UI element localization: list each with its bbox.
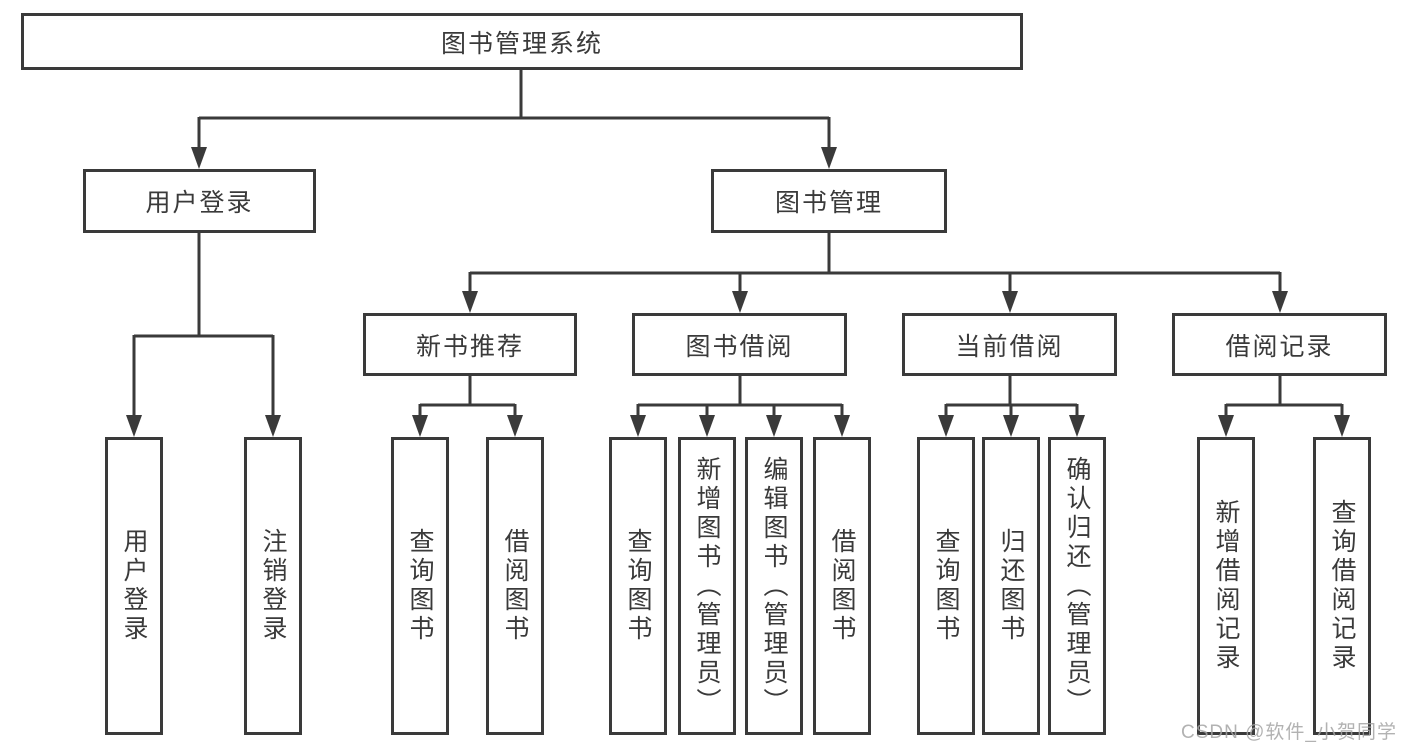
node-book-mgmt-label: 图书管理	[774, 189, 883, 217]
node-leaf-add-borrow-record: 新增借阅记录	[1197, 437, 1255, 735]
node-leaf-query-books-2: 查询图书	[609, 437, 667, 735]
node-leaf-query-books-1: 查询图书	[391, 437, 449, 735]
node-leaf-add-books-admin: 新增图书（管理员）	[678, 437, 736, 735]
node-new-book-recommend: 新书推荐	[363, 313, 577, 376]
node-leaf-logout: 注销登录	[244, 437, 302, 735]
node-leaf-query-borrow-record: 查询借阅记录	[1313, 437, 1371, 735]
node-leaf-confirm-return-admin: 确认归还（管理员）	[1048, 437, 1106, 735]
node-current-borrow-label: 当前借阅	[955, 332, 1064, 361]
node-user-login: 用户登录	[83, 169, 316, 233]
node-leaf-borrow-books-2: 借阅图书	[813, 437, 871, 735]
node-current-borrow: 当前借阅	[902, 313, 1117, 376]
node-root-label: 图书管理系统	[440, 29, 603, 58]
node-leaf-user-login: 用户登录	[105, 437, 163, 735]
node-leaf-return-books: 归还图书	[982, 437, 1040, 735]
node-book-borrow-label: 图书借阅	[685, 332, 794, 361]
node-borrow-records-label: 借阅记录	[1225, 332, 1334, 361]
node-root-system: 图书管理系统	[21, 13, 1023, 70]
node-leaf-borrow-books-1: 借阅图书	[486, 437, 544, 735]
node-book-borrow: 图书借阅	[632, 313, 847, 376]
node-new-book-recommend-label: 新书推荐	[415, 332, 524, 361]
node-borrow-records: 借阅记录	[1172, 313, 1387, 376]
node-leaf-edit-books-admin: 编辑图书（管理员）	[745, 437, 803, 735]
node-book-mgmt: 图书管理	[711, 169, 947, 233]
csdn-watermark: CSDN @软件_小贺同学	[1181, 722, 1397, 743]
node-user-login-label: 用户登录	[145, 189, 254, 217]
node-leaf-query-books-3: 查询图书	[917, 437, 975, 735]
